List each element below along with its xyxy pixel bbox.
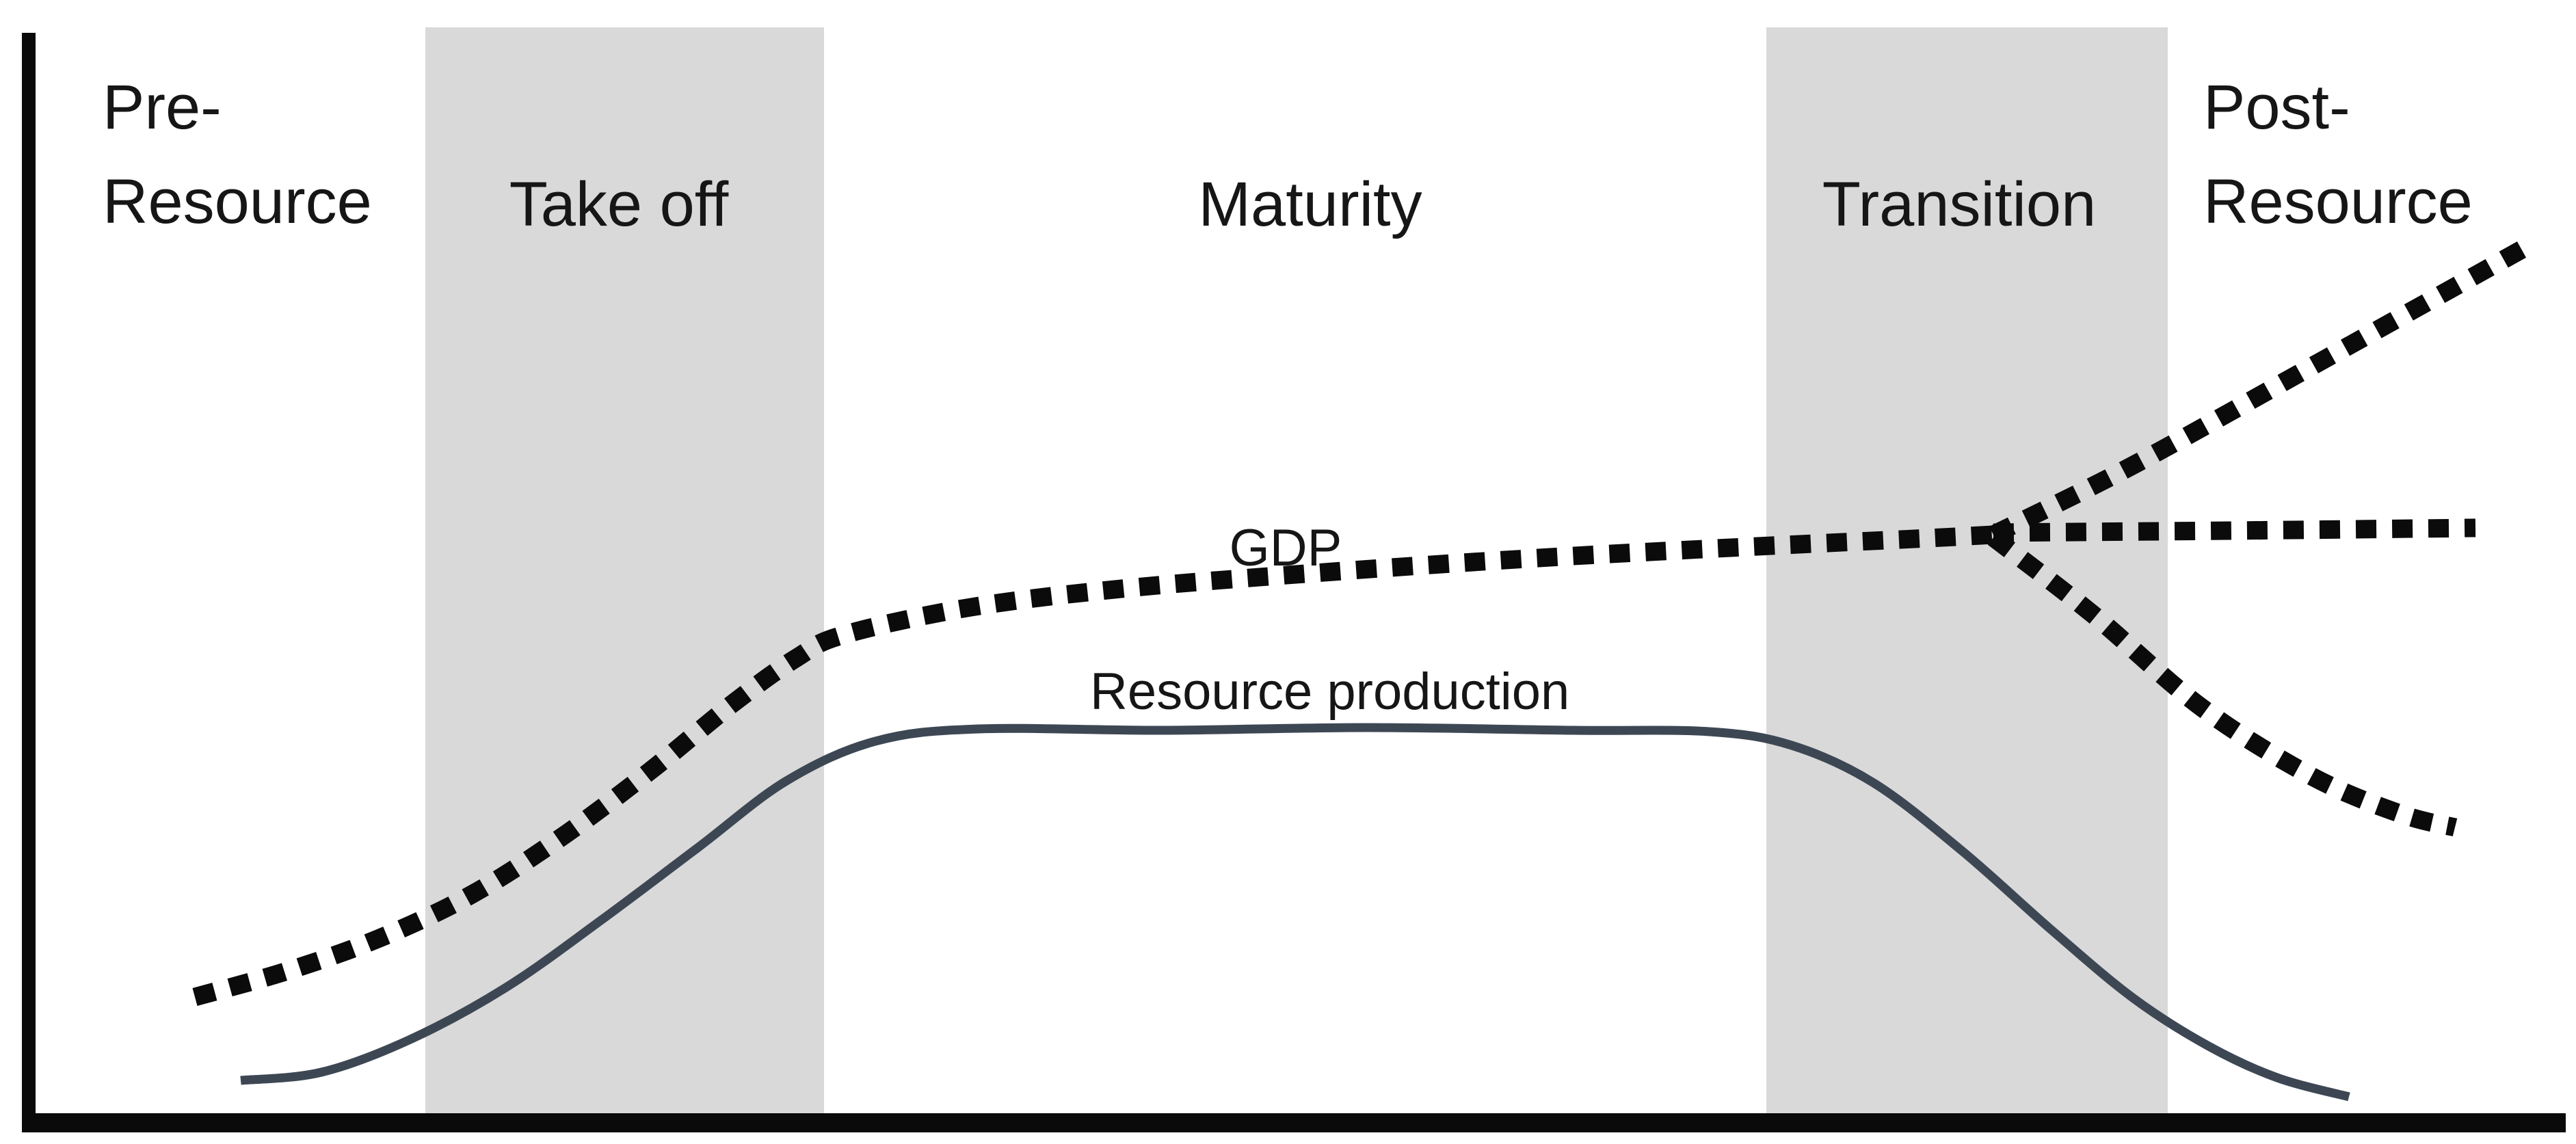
gdp-scenario-decline-curve [1987,530,2458,837]
x-axis [22,1113,2566,1132]
resource-production-series-label: Resource production [1090,663,1570,721]
phase-label-post-resource: Post- Resource [2203,60,2473,249]
y-axis [22,33,36,1132]
phase-label-pre-resource-line2: Resource [103,167,372,237]
phase-label-maturity: Maturity [1198,170,1422,239]
gdp-series-label: GDP [1229,519,1342,577]
gdp-scenario-continued-growth-curve [1989,237,2535,544]
phase-band-transition [1766,27,2168,1113]
phase-label-post-resource-line2: Resource [2203,167,2473,237]
gdp-scenario-stagnation-curve [1993,518,2476,542]
resource-production-curve [240,723,2350,1102]
phase-label-pre-resource: Pre- Resource [103,60,372,249]
phase-label-post-resource-line1: Post- [2203,72,2350,142]
gdp-curve [192,525,1994,1006]
phase-label-take-off: Take off [509,170,729,239]
phase-label-transition: Transition [1822,170,2097,239]
phase-label-pre-resource-line1: Pre- [103,72,222,142]
phase-band-take-off [425,27,824,1113]
